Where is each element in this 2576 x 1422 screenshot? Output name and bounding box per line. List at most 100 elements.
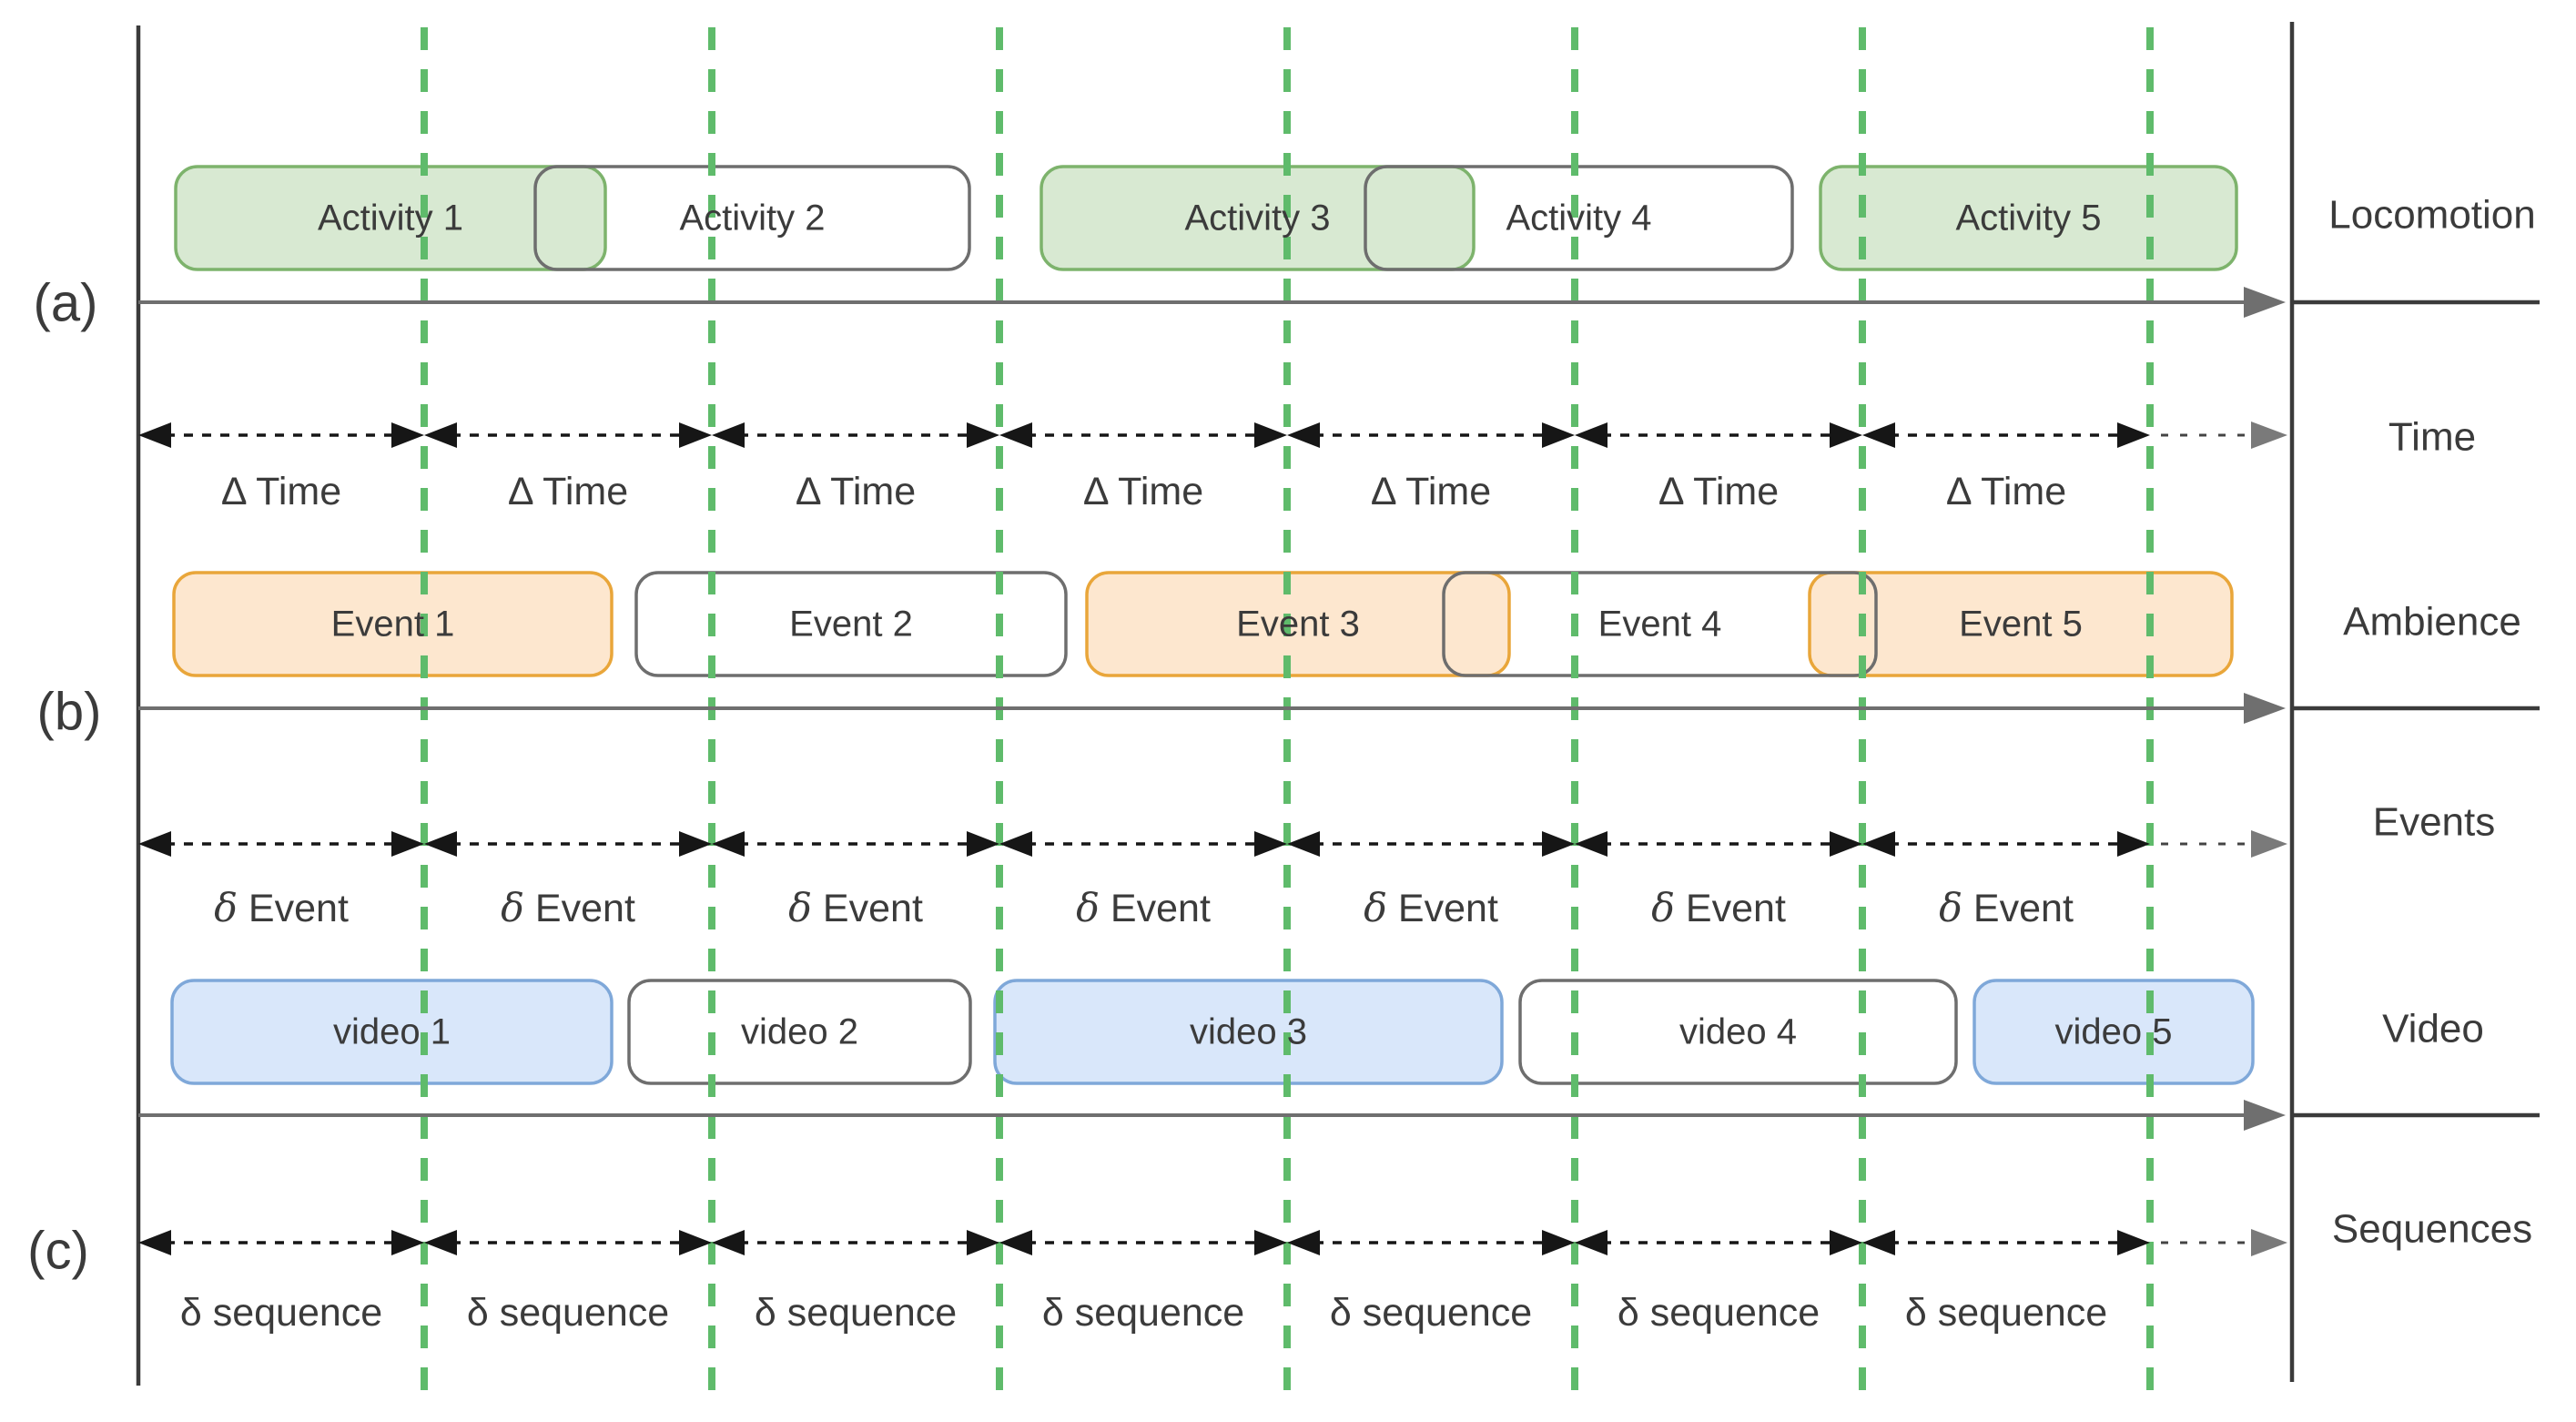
measure-label-text: Time (819, 470, 916, 513)
measure-label-time-4: Δ Time (1083, 470, 1203, 513)
measure-arrowhead-left-sequences-5 (1287, 1230, 1320, 1255)
delta-glyph: δ (1042, 1291, 1064, 1335)
measure-arrowhead-left-time-7 (1862, 422, 1895, 448)
section-label-a: (a) (34, 274, 98, 333)
measure-tail-arrowhead-sequences (2251, 1229, 2287, 1256)
delta-glyph: Δ (1658, 470, 1684, 513)
ambience-box-label-4: Event 4 (1598, 604, 1722, 645)
measure-arrowhead-right-time-3 (967, 422, 999, 448)
delta-glyph: δ (501, 886, 524, 931)
measure-arrowhead-left-events-5 (1287, 831, 1320, 857)
video-box-4 (1518, 979, 1958, 1085)
measure-arrowhead-left-time-3 (712, 422, 745, 448)
locomotion-box-label-3: Activity 3 (1184, 198, 1330, 239)
ambience-box-3 (1085, 571, 1511, 677)
measure-label-text: Time (1107, 470, 1203, 513)
measure-arrowhead-left-sequences-1 (138, 1230, 171, 1255)
video-box-label-3: video 3 (1190, 1012, 1307, 1052)
track-boxes-layer (170, 165, 2255, 1085)
delta-glyph: Δ (796, 470, 821, 513)
ambience-box-4 (1442, 571, 1878, 677)
section-label-b: (b) (37, 683, 102, 742)
ambience-box-5 (1808, 571, 2234, 677)
measure-label-events-3: δ Event (788, 886, 923, 931)
measure-label-events-1: δ Event (214, 886, 349, 931)
measure-arrowhead-right-sequences-7 (2117, 1230, 2150, 1255)
measure-arrowhead-right-events-6 (1830, 831, 1862, 857)
delta-glyph: δ (214, 886, 238, 931)
measure-label-events-7: δ Event (1939, 886, 2074, 931)
measure-label-text: Time (532, 470, 628, 513)
video-box-label-2: video 2 (741, 1012, 858, 1052)
measure-arrowhead-left-events-2 (424, 831, 457, 857)
measure-arrowhead-right-time-6 (1830, 422, 1862, 448)
delta-glyph: δ (180, 1291, 202, 1335)
right-label-events: Events (2373, 800, 2496, 845)
ambience-box-2 (634, 571, 1068, 677)
lines-layer: (a)(b)(c)LocomotionTimeAmbienceEventsVid… (27, 22, 2540, 1386)
measure-label-text: Event (812, 887, 923, 930)
measure-label-sequences-5: δ sequence (1330, 1291, 1532, 1335)
measure-arrowhead-right-events-1 (391, 831, 424, 857)
ambience-box-1 (172, 571, 614, 677)
measure-arrowhead-left-events-1 (138, 831, 171, 857)
measure-arrowhead-left-events-4 (999, 831, 1032, 857)
delta-glyph: δ (1330, 1291, 1352, 1335)
delta-glyph: δ (1905, 1291, 1927, 1335)
measure-arrowhead-right-time-5 (1542, 422, 1575, 448)
measure-label-text: sequence (1927, 1291, 2107, 1335)
measure-label-time-7: Δ Time (1946, 470, 2066, 513)
measure-label-events-2: δ Event (501, 886, 635, 931)
measure-arrowhead-left-events-6 (1575, 831, 1607, 857)
delta-glyph: δ (788, 886, 812, 931)
ambience-box-label-1: Event 1 (331, 604, 455, 645)
video-box-label-5: video 5 (2055, 1012, 2173, 1052)
measure-label-text: Event (1962, 887, 2074, 930)
measure-label-text: sequence (202, 1291, 382, 1335)
measure-label-text: Event (1100, 887, 1211, 930)
section-label-c: (c) (27, 1222, 89, 1281)
measure-label-text: Time (1682, 470, 1779, 513)
measure-arrowhead-left-sequences-3 (712, 1230, 745, 1255)
locomotion-box-2 (533, 165, 971, 271)
delta-glyph: δ (1939, 886, 1962, 931)
measure-arrowhead-right-time-7 (2117, 422, 2150, 448)
measure-arrowhead-right-time-2 (679, 422, 712, 448)
measure-label-sequences-2: δ sequence (467, 1291, 669, 1335)
measure-arrowhead-right-sequences-2 (679, 1230, 712, 1255)
right-label-video: Video (2382, 1007, 2484, 1051)
delta-glyph: Δ (221, 470, 247, 513)
video-box-label-4: video 4 (1679, 1012, 1797, 1052)
measure-arrowhead-right-time-4 (1254, 422, 1287, 448)
measure-label-text: Event (1675, 887, 1786, 930)
delta-glyph: δ (755, 1291, 776, 1335)
locomotion-box-label-1: Activity 1 (318, 198, 463, 239)
right-label-time: Time (2388, 415, 2476, 460)
video-box-3 (993, 979, 1504, 1085)
measure-arrowhead-left-time-2 (424, 422, 457, 448)
measure-arrowhead-left-time-6 (1575, 422, 1607, 448)
measure-label-sequences-3: δ sequence (755, 1291, 957, 1335)
measure-label-sequences-7: δ sequence (1905, 1291, 2107, 1335)
measure-label-text: sequence (1639, 1291, 1820, 1335)
delta-glyph: δ (467, 1291, 489, 1335)
video-box-5 (1973, 979, 2255, 1085)
measure-label-time-2: Δ Time (508, 470, 628, 513)
measure-label-sequences-1: δ sequence (180, 1291, 382, 1335)
measure-label-sequences-4: δ sequence (1042, 1291, 1244, 1335)
measure-label-text: Event (238, 887, 349, 930)
measure-label-text: sequence (1064, 1291, 1244, 1335)
measure-arrowhead-right-sequences-6 (1830, 1230, 1862, 1255)
measure-label-text: Event (1387, 887, 1498, 930)
measure-label-text: Time (1970, 470, 2066, 513)
locomotion-box-1 (174, 165, 607, 271)
measure-label-time-5: Δ Time (1371, 470, 1491, 513)
grid-layer (421, 27, 2154, 1397)
measure-label-events-5: δ Event (1364, 886, 1498, 931)
measure-arrowhead-right-events-5 (1542, 831, 1575, 857)
measure-arrowhead-left-events-7 (1862, 831, 1895, 857)
